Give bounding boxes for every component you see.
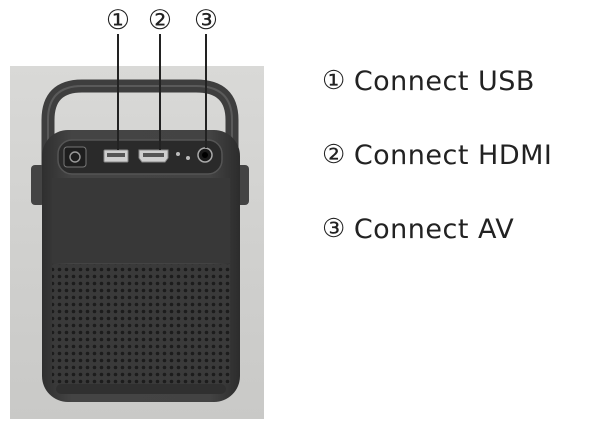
upper-panel [52,178,230,263]
callout-2: ② [147,5,173,36]
legend: ① Connect USB ② Connect HDMI ③ Connect A… [322,44,552,266]
callout-3: ③ [193,5,219,36]
legend-label: Connect AV [353,213,515,245]
legend-number: ② [322,140,346,170]
legend-item-hdmi: ② Connect HDMI [322,118,552,192]
power-button [63,146,87,168]
legend-item-av: ③ Connect AV [322,192,552,266]
callout-1: ① [105,5,131,36]
legend-number: ① [322,66,346,96]
legend-number: ③ [322,214,346,244]
speaker-grille [52,264,230,384]
legend-label: Connect HDMI [353,139,553,171]
legend-item-usb: ① Connect USB [322,44,552,118]
legend-label: Connect USB [353,65,535,97]
left-strap-mount [31,165,45,205]
